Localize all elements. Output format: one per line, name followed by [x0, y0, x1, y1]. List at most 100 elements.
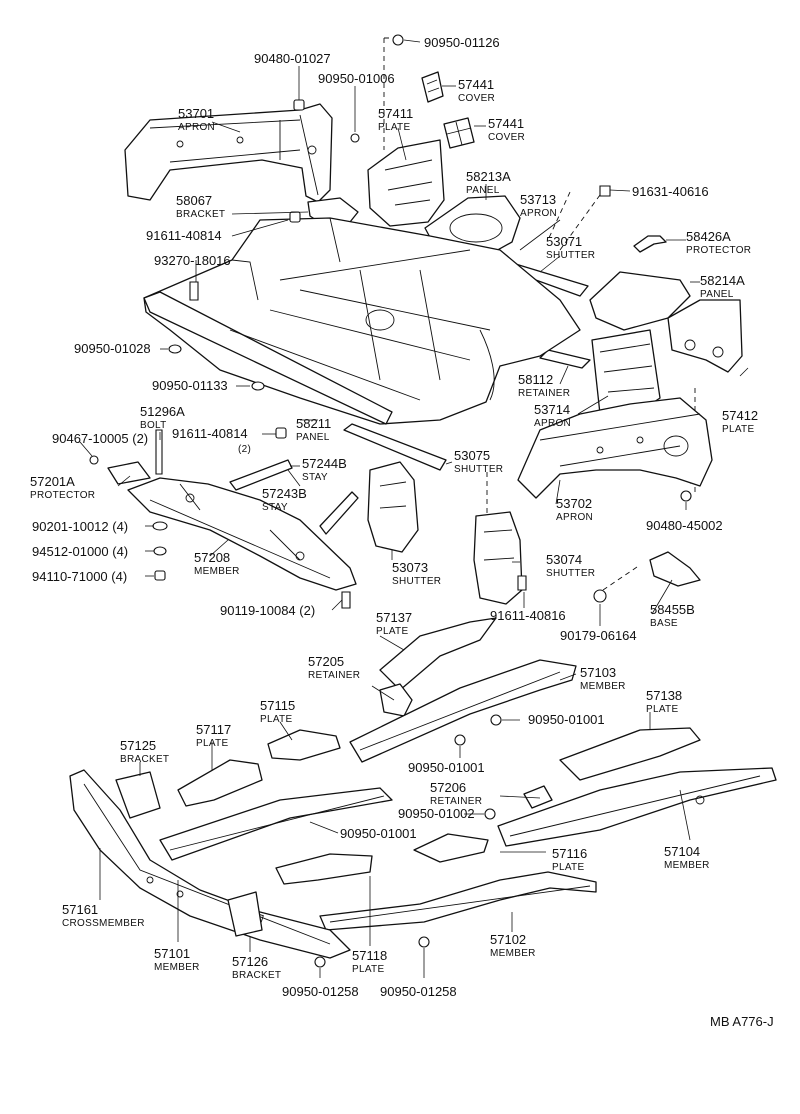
label-58112-caption: RETAINER	[518, 388, 570, 399]
label-91611-40814-b: 91611-40814	[172, 426, 248, 441]
label-57137: 57137	[376, 610, 412, 625]
label-58214A: 58214A	[700, 273, 745, 288]
label-57441-a: 57441	[458, 77, 494, 92]
label-53714: 53714	[534, 402, 570, 417]
label-57126: 57126	[232, 954, 268, 969]
label-58426A-caption: PROTECTOR	[686, 245, 751, 256]
label-57205: 57205	[308, 654, 344, 669]
label-57115: 57115	[260, 698, 295, 713]
cover-57441-lower	[443, 117, 475, 149]
apron-53701	[124, 103, 333, 203]
leader-lines	[79, 39, 749, 978]
label-57117: 57117	[196, 722, 231, 737]
retainer-57206	[523, 785, 553, 809]
label-53713-caption: APRON	[520, 208, 557, 219]
label-58213A: 58213A	[466, 169, 511, 184]
label-53713: 53713	[520, 192, 556, 207]
cover-57441-upper	[421, 71, 444, 103]
protector-57201A	[107, 461, 151, 485]
label-90950-01028: 90950-01028	[74, 341, 151, 356]
label-91611-40814-a: 91611-40814	[146, 228, 222, 243]
label-57206: 57206	[430, 780, 466, 795]
label-58426A: 58426A	[686, 229, 731, 244]
retainer-58112	[539, 349, 591, 369]
label-90950-01001-a: 90950-01001	[528, 712, 605, 727]
label-57441-a-caption: COVER	[458, 93, 495, 104]
label-57208: 57208	[194, 550, 230, 565]
label-90950-01006: 90950-01006	[318, 71, 395, 86]
hardware-fasteners	[89, 34, 692, 968]
label-53701-caption: APRON	[178, 122, 215, 133]
retainer-57205	[379, 683, 413, 717]
label-53714-caption: APRON	[534, 418, 571, 429]
label-53702: 53702	[556, 496, 592, 511]
label-57244B-caption: STAY	[302, 472, 328, 483]
label-57118-caption: PLATE	[352, 964, 384, 975]
label-57138-caption: PLATE	[646, 704, 678, 715]
member-57101	[159, 787, 393, 861]
label-90119-10084: 90119-10084 (2)	[220, 603, 315, 618]
label-57117-caption: PLATE	[196, 738, 228, 749]
label-57101: 57101	[154, 946, 190, 961]
label-90950-01001-c: 90950-01001	[340, 826, 417, 841]
label-57244B: 57244B	[302, 456, 347, 471]
label-53071-caption: SHUTTER	[546, 250, 595, 261]
label-58067-caption: BRACKET	[176, 209, 225, 220]
label-91631-40616: 91631-40616	[632, 184, 709, 199]
label-58213A-caption: PANEL	[466, 185, 500, 196]
diagram-id: MB A776-J	[710, 1014, 774, 1029]
member-57104	[497, 767, 777, 847]
plate-57138	[559, 727, 701, 781]
panel-58214A	[589, 271, 691, 331]
label-90179-06164: 90179-06164	[560, 628, 637, 643]
label-57412-caption: PLATE	[722, 424, 754, 435]
plate-57118	[275, 853, 373, 885]
label-57115-caption: PLATE	[260, 714, 292, 725]
label-91611-40816: 91611-40816	[490, 608, 566, 623]
label-57137-caption: PLATE	[376, 626, 408, 637]
label-90950-01001-b: 90950-01001	[408, 760, 485, 775]
label-57205-caption: RETAINER	[308, 670, 360, 681]
label-57104-caption: MEMBER	[664, 860, 710, 871]
member-57102	[319, 871, 597, 931]
floor-panel-58211	[143, 217, 581, 425]
plate-57137	[379, 617, 497, 691]
member-57208	[127, 477, 357, 591]
label-90480-45002: 90480-45002	[646, 518, 723, 533]
label-57161: 57161	[62, 902, 98, 917]
label-58214A-caption: PANEL	[700, 289, 734, 300]
apron-53702	[517, 397, 713, 499]
label-57411-caption: PLATE	[378, 122, 410, 133]
label-57103: 57103	[580, 665, 616, 680]
label-57206-caption: RETAINER	[430, 796, 482, 807]
label-94110-71000: 94110-71000 (4)	[32, 569, 127, 584]
member-57103	[349, 659, 577, 763]
label-57103-caption: MEMBER	[580, 681, 626, 692]
label-51296A-caption: BOLT	[140, 420, 167, 431]
plate-57411	[367, 139, 445, 227]
label-90950-01258-b: 90950-01258	[380, 984, 457, 999]
label-58211: 58211	[296, 416, 331, 431]
label-57208-caption: MEMBER	[194, 566, 240, 577]
label-58112: 58112	[518, 372, 553, 387]
label-57118: 57118	[352, 948, 387, 963]
label-51296A: 51296A	[140, 404, 185, 419]
label-57125: 57125	[120, 738, 156, 753]
bracket-57126	[227, 891, 263, 937]
label-57116: 57116	[552, 846, 587, 861]
label-58455B: 58455B	[650, 602, 695, 617]
label-90950-01133: 90950-01133	[152, 378, 228, 393]
plate-57116	[413, 833, 489, 863]
label-53074: 53074	[546, 552, 582, 567]
label-57101-caption: MEMBER	[154, 962, 200, 973]
plate-57412	[667, 299, 743, 373]
label-53075-caption: SHUTTER	[454, 464, 503, 475]
shutter-53075	[343, 423, 447, 471]
label-53073: 53073	[392, 560, 428, 575]
label-90950-01002: 90950-01002	[398, 806, 475, 821]
label-53071: 53071	[546, 234, 582, 249]
label-57126-caption: BRACKET	[232, 970, 281, 981]
label-57201A: 57201A	[30, 474, 75, 489]
stay-57243B	[229, 459, 293, 491]
